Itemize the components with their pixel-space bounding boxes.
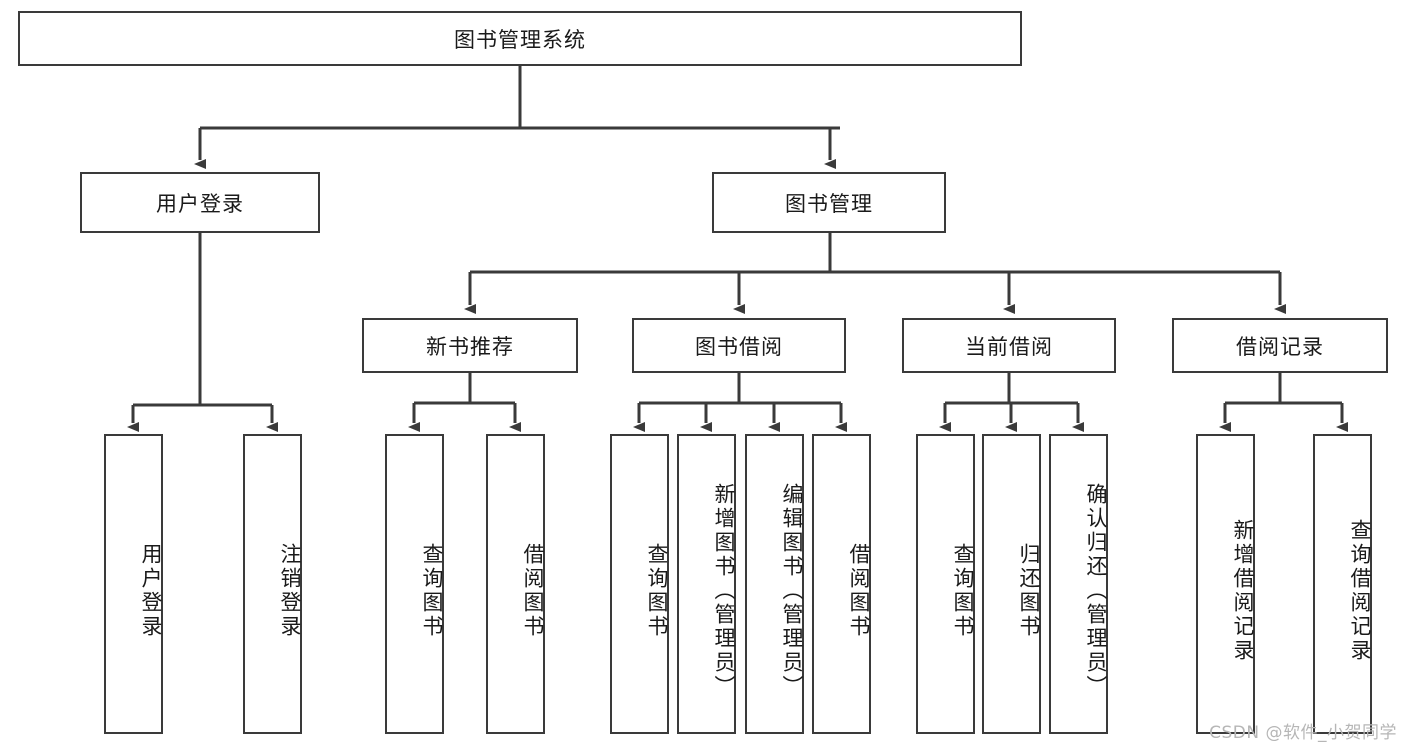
node-leaf-borrow-book-1[interactable]: 借阅图书	[486, 434, 545, 734]
node-leaf-logout-label: 注销登录	[278, 543, 302, 639]
node-new-book-rec[interactable]: 新书推荐	[362, 318, 578, 373]
node-leaf-borrow-book-1-label: 借阅图书	[521, 543, 545, 639]
node-new-book-rec-label: 新书推荐	[426, 334, 514, 359]
node-leaf-query-book-2-label: 查询图书	[645, 543, 669, 639]
node-current-borrow[interactable]: 当前借阅	[902, 318, 1116, 373]
node-leaf-user-login[interactable]: 用户登录	[104, 434, 163, 734]
node-book-manage[interactable]: 图书管理	[712, 172, 946, 233]
node-leaf-query-book-2[interactable]: 查询图书	[610, 434, 669, 734]
node-borrow-record-label: 借阅记录	[1236, 334, 1324, 359]
node-leaf-query-book-1[interactable]: 查询图书	[385, 434, 444, 734]
node-leaf-return-book[interactable]: 归还图书	[982, 434, 1041, 734]
node-leaf-return-book-label: 归还图书	[1017, 543, 1041, 639]
node-leaf-add-book[interactable]: 新增图书（管理员）	[677, 434, 736, 734]
node-leaf-query-book-3[interactable]: 查询图书	[916, 434, 975, 734]
node-leaf-confirm-return-label: 确认归还（管理员）	[1084, 483, 1108, 699]
watermark-text: CSDN @软件_小贺同学	[1209, 723, 1397, 743]
node-leaf-add-book-label: 新增图书（管理员）	[712, 483, 736, 699]
node-leaf-confirm-return[interactable]: 确认归还（管理员）	[1049, 434, 1108, 734]
node-leaf-edit-book-label: 编辑图书（管理员）	[780, 483, 804, 699]
node-leaf-query-record-label: 查询借阅记录	[1348, 519, 1372, 663]
node-borrow-record[interactable]: 借阅记录	[1172, 318, 1388, 373]
node-leaf-borrow-book-2-label: 借阅图书	[847, 543, 871, 639]
node-leaf-query-book-3-label: 查询图书	[951, 543, 975, 639]
node-leaf-query-record[interactable]: 查询借阅记录	[1313, 434, 1372, 734]
node-leaf-add-record[interactable]: 新增借阅记录	[1196, 434, 1255, 734]
node-user-login[interactable]: 用户登录	[80, 172, 320, 233]
node-leaf-edit-book[interactable]: 编辑图书（管理员）	[745, 434, 804, 734]
node-book-borrow[interactable]: 图书借阅	[632, 318, 846, 373]
node-root-label: 图书管理系统	[454, 27, 586, 52]
node-book-manage-label: 图书管理	[785, 191, 873, 216]
node-root[interactable]: 图书管理系统	[18, 11, 1022, 66]
node-leaf-add-record-label: 新增借阅记录	[1231, 519, 1255, 663]
node-leaf-borrow-book-2[interactable]: 借阅图书	[812, 434, 871, 734]
node-leaf-logout[interactable]: 注销登录	[243, 434, 302, 734]
node-user-login-label: 用户登录	[156, 191, 244, 216]
node-book-borrow-label: 图书借阅	[695, 334, 783, 359]
node-current-borrow-label: 当前借阅	[965, 334, 1053, 359]
node-leaf-user-login-label: 用户登录	[139, 543, 163, 639]
node-leaf-query-book-1-label: 查询图书	[420, 543, 444, 639]
